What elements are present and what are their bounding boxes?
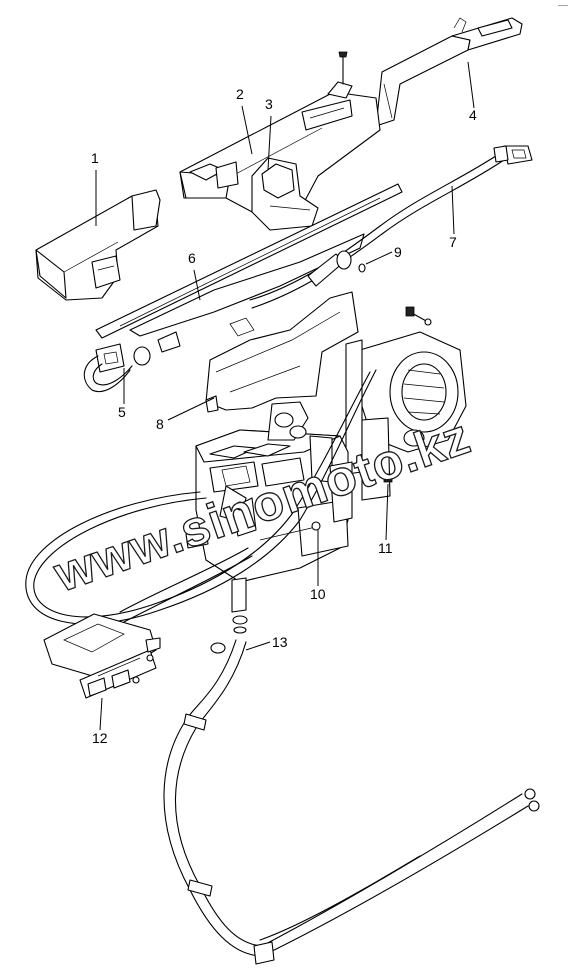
part-6-defroster-nozzle <box>95 183 403 339</box>
label-part-1: 1 <box>91 150 99 166</box>
part-1-left-side-duct <box>35 189 161 301</box>
part-2-center-vent-duct <box>179 51 381 215</box>
part-7-control-cable <box>249 145 533 309</box>
callouts: 1 2 3 4 5 6 7 8 9 10 11 12 13 <box>91 61 477 746</box>
label-part-6: 6 <box>188 250 196 266</box>
label-part-3: 3 <box>265 96 273 112</box>
part-13-hose <box>163 639 540 965</box>
label-part-11: 11 <box>378 540 393 556</box>
corner-mark: ── <box>557 3 568 10</box>
label-part-9: 9 <box>394 244 402 260</box>
part-9-pipe-fitting <box>157 250 366 353</box>
control-cables <box>25 369 377 625</box>
part-5-side-vent <box>83 343 151 392</box>
label-part-8: 8 <box>156 416 164 432</box>
part-10-heater-unit <box>185 401 353 634</box>
label-part-4: 4 <box>469 107 477 123</box>
label-part-10: 10 <box>310 586 326 602</box>
label-part-12: 12 <box>92 730 108 746</box>
label-part-2: 2 <box>236 86 244 102</box>
label-part-5: 5 <box>118 404 126 420</box>
part-4-right-defroster-duct <box>375 17 523 127</box>
label-part-7: 7 <box>449 234 457 250</box>
part-11-blower-housing <box>345 331 467 501</box>
label-part-13: 13 <box>272 634 288 650</box>
part-8-housing-cover <box>205 291 359 413</box>
part-12-control-panel <box>43 613 161 699</box>
part-screw-top-right <box>405 306 432 326</box>
part-3-center-outlet <box>251 157 319 231</box>
